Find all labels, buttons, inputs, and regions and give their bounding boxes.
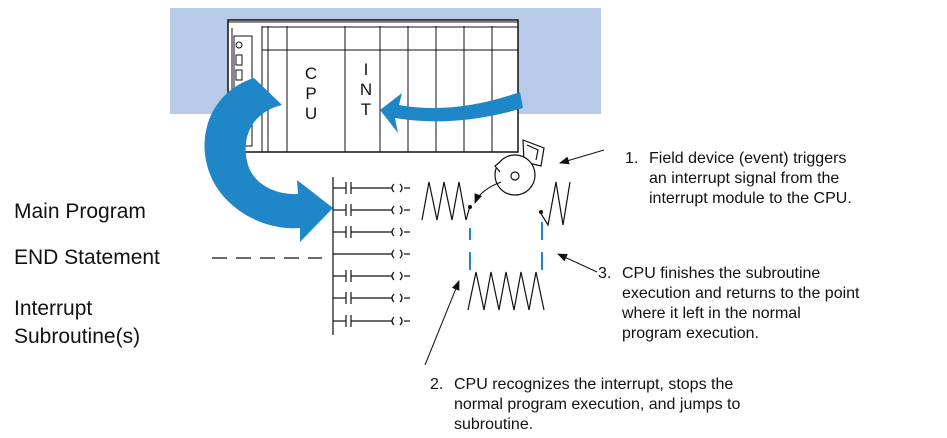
ladder-rung [333,292,410,304]
main-program-label: Main Program [14,200,146,223]
program-execution-trace [421,181,571,311]
interrupt-signal-arrow [380,92,523,133]
note-field-device: 1.Field device (event) triggers an inter… [625,150,852,207]
note1-pointer [559,149,605,165]
ladder-rung [333,204,410,216]
field-device-icon [494,139,545,196]
ladder-rung [333,315,410,327]
ladder-rung [333,182,410,194]
cpu-module-label: C P U [304,64,318,123]
note2-pointer [424,280,460,366]
interrupt-point [468,205,472,209]
interrupt-label-line1: Interrupt [14,297,93,320]
end-statement-label: END Statement [14,246,160,269]
note3-pointer [557,253,598,273]
note-cpu-recognizes: 2.CPU recognizes the interrupt, stops th… [430,376,741,433]
interrupt-label-line2: Subroutine(s) [14,325,141,348]
cpu-to-program-arrow [204,78,333,242]
plc-rack [227,19,519,153]
device-to-trace-arrow [474,181,502,204]
ladder-logic [332,177,410,335]
note-cpu-returns: 3.CPU finishes the subroutine execution … [598,265,860,342]
ladder-rung [333,249,410,259]
int-module-label: I N T [359,60,373,119]
ladder-rung [333,226,410,238]
ladder-rung [333,270,410,282]
return-point [539,210,543,214]
jump-markers [469,222,543,270]
